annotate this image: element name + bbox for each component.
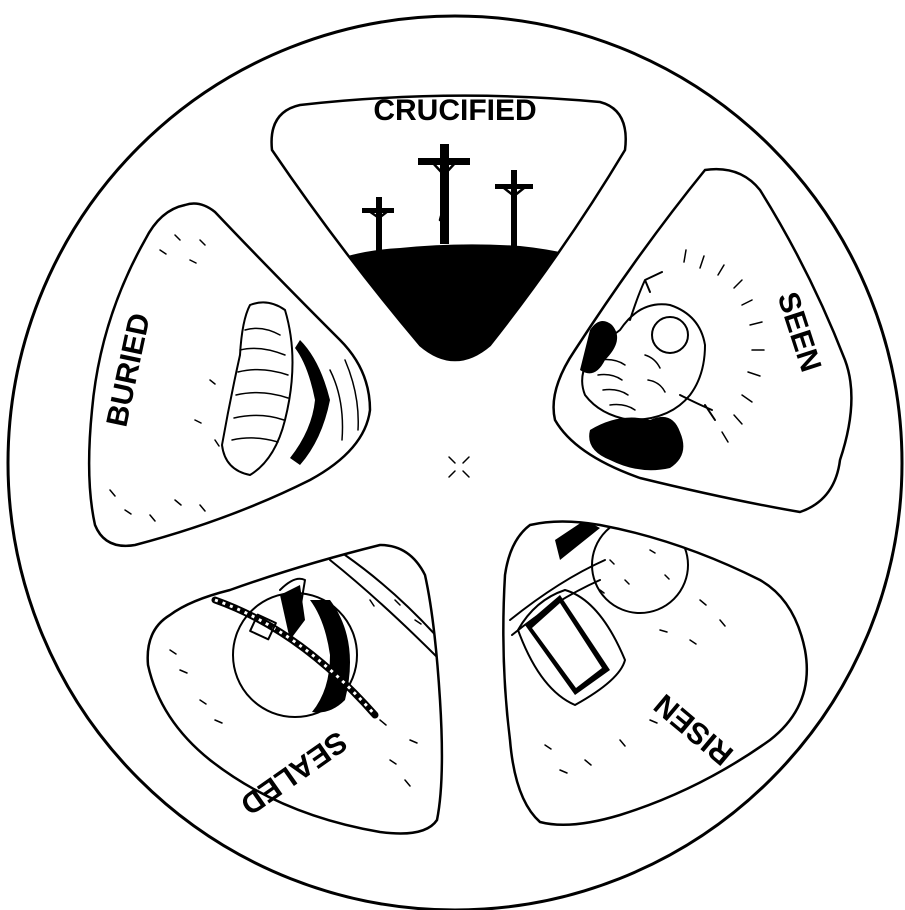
label-crucified: CRUCIFIED <box>373 94 536 127</box>
